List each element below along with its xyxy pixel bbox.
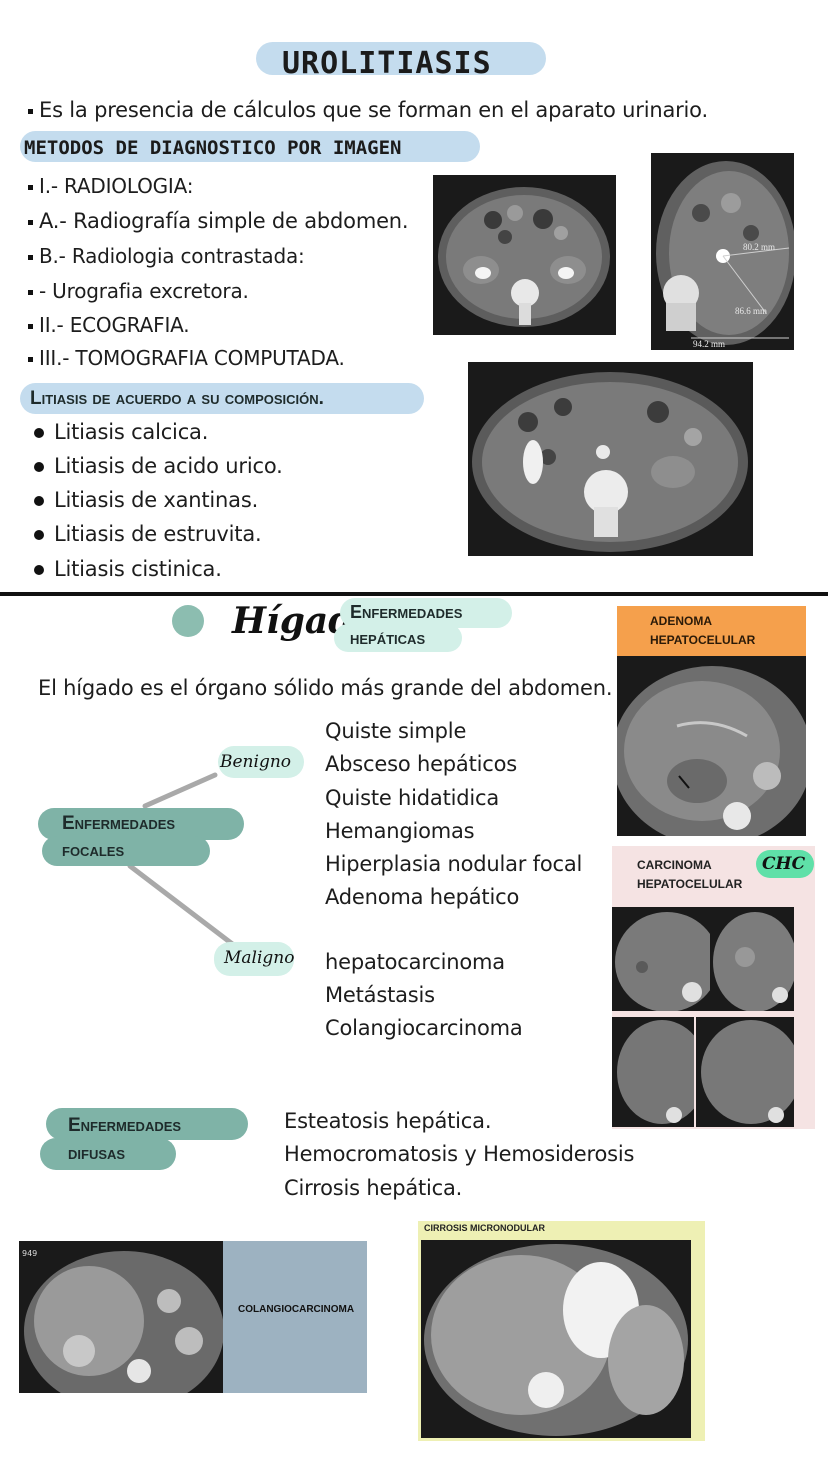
focal-highlight-1 [38,808,244,840]
diffuse-label: difusas [68,1143,126,1164]
benign-item: Quiste hidatidica [325,786,500,810]
composition-item: Litiasis cistinica. [34,557,222,581]
ct-scan-abdomen [468,362,753,556]
ct-scan-cirrosis [421,1240,691,1438]
definition-text: Es la presencia de cálculos que se forma… [28,98,708,122]
method-item: A.- Radiografía simple de abdomen. [28,209,409,233]
benign-item: Adenoma hepático [325,885,520,909]
method-item: II.- ECOGRAFIA. [28,313,190,337]
malignant-item: Colangiocarcinoma [325,1016,523,1040]
maligno-highlight [214,942,294,976]
ct-scan-chc-2 [710,907,794,1011]
ct-scan-adenoma [617,656,806,836]
maligno-label: Maligno [224,948,295,968]
method-item: I.- RADIOLOGIA: [28,174,193,198]
focal-label: Enfermedades [62,813,176,834]
measurement-label: 80.2 mm [743,242,776,252]
benign-item: Hemangiomas [325,819,475,843]
diffuse-item: Hemocromatosis y Hemosiderosis [284,1142,635,1166]
ct-scan-kidneys [433,175,616,335]
diffuse-highlight-1 [46,1108,248,1140]
diffuse-label: Enfermedades [68,1115,182,1136]
subtitle-highlight-2 [334,624,462,652]
colangio-caption: COLANGIOCARCINOMA [238,1304,355,1315]
diffuse-item: Esteatosis hepática. [284,1109,492,1133]
composition-heading: Litiasis de acuerdo a su composición. [30,388,324,409]
method-item: III.- TOMOGRAFIA COMPUTADA. [28,346,345,370]
bullet-square [28,108,33,114]
measurement-label: 94.2 mm [693,339,726,349]
subtitle-line: Enfermedades [350,602,463,622]
title-highlight [256,42,546,75]
diffuse-item: Cirrosis hepática. [284,1176,463,1200]
benigno-label: Benigno [220,752,292,772]
carcinoma-caption: CARCINOMA [637,858,712,872]
liver-definition: El hígado es el órgano sólido más grande… [38,676,613,700]
subtitle-line: hepáticas [350,628,426,648]
benign-item: Hiperplasia nodular focal [325,852,583,876]
section-dot [172,605,204,637]
focal-highlight-2 [42,836,210,866]
page-title: UROLITIASIS [282,46,492,81]
methods-highlight [20,131,480,162]
ct-scan-chc-3 [612,1017,694,1127]
composition-item: Litiasis calcica. [34,420,208,444]
carcinoma-caption: HEPATOCELULAR [637,877,743,891]
diffuse-highlight-2 [40,1138,176,1170]
adenoma-caption: ADENOMA [650,614,712,628]
adenoma-caption-bar [617,606,806,656]
composition-highlight [20,383,424,414]
measurement-label: 86.6 mm [735,306,768,316]
composition-item: Litiasis de xantinas. [34,488,258,512]
malignant-item: hepatocarcinoma [325,950,505,974]
malignant-item: Metástasis [325,983,435,1007]
ct-scan-measurements: 80.2 mm 86.6 mm 94.2 mm [651,153,794,350]
subtitle-highlight-1 [340,598,512,628]
composition-item: Litiasis de estruvita. [34,522,262,546]
colangio-panel [223,1241,367,1393]
methods-heading: METODOS DE DIAGNOSTICO POR IMAGEN [24,137,402,159]
adenoma-caption: HEPATOCELULAR [650,633,756,647]
section-divider [0,592,828,596]
method-item: B.- Radiologia contrastada: [28,244,305,268]
focal-label: focales [62,840,125,861]
ct-scan-chc-4 [696,1017,794,1127]
composition-item: Litiasis de acido urico. [34,454,283,478]
ct-scan-colangio: 949 [19,1241,223,1393]
method-item: - Urografia excretora. [28,279,249,303]
benign-item: Quiste simple [325,719,467,743]
scan-corner-number: 949 [22,1249,38,1258]
chc-tag: CHC [762,854,806,874]
chc-highlight [756,850,814,878]
benign-item: Absceso hepáticos [325,752,517,776]
benigno-highlight [218,746,304,778]
ct-scan-chc-1 [612,907,710,1011]
cirrosis-caption: CIRROSIS MICRONODULAR [424,1223,545,1233]
